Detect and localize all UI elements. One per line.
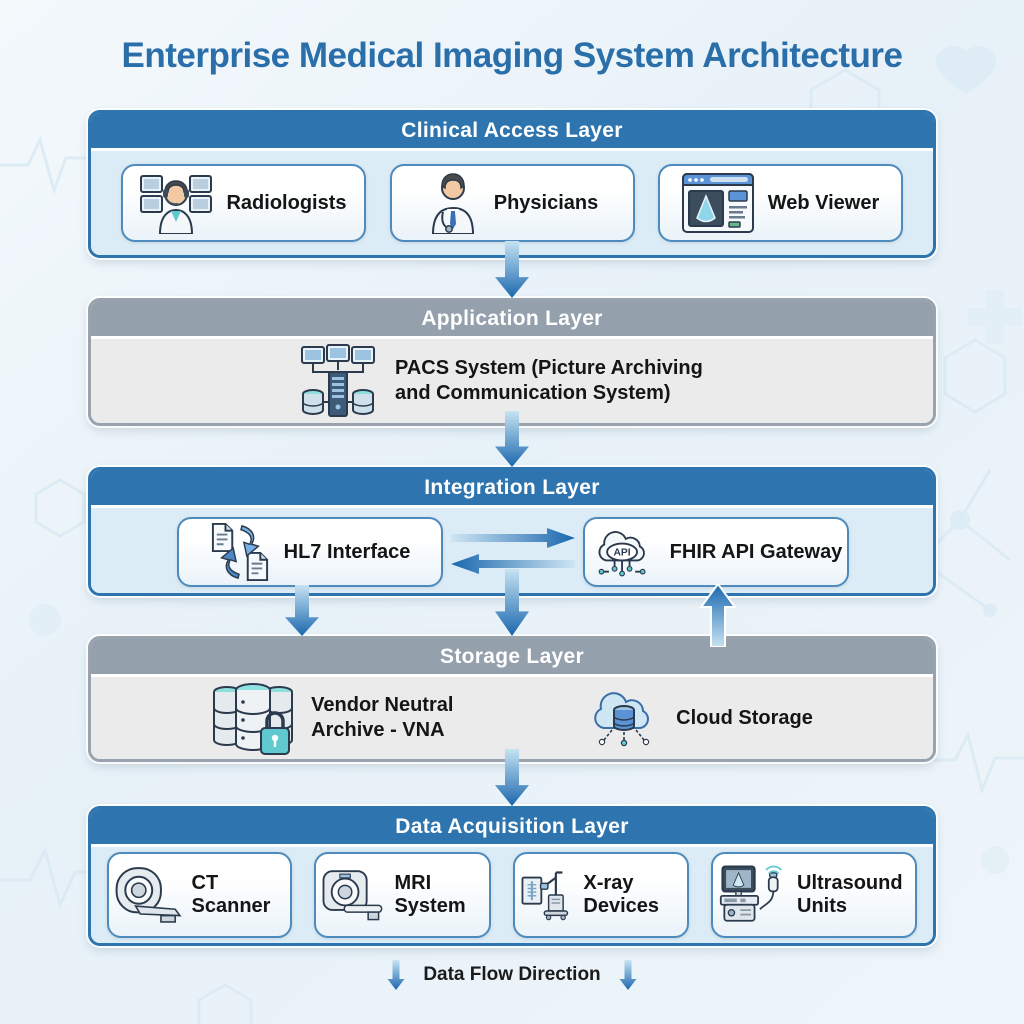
svg-text:API: API	[613, 548, 630, 559]
down-arrow	[281, 585, 323, 636]
down-arrow	[491, 749, 533, 806]
node-physicians: Physicians	[389, 164, 635, 242]
data-flow-legend: Data Flow Direction	[0, 960, 1024, 990]
layer-header: Clinical Access Layer	[91, 113, 933, 151]
layer-application: Application Layer	[88, 298, 936, 426]
physician-icon	[431, 173, 474, 234]
layer-body: Radiologists Physicians	[91, 151, 933, 255]
up-arrow	[697, 584, 739, 647]
left-arrow	[451, 554, 575, 574]
node-label: Vendor Neutral Archive - VNA	[311, 694, 454, 741]
layer-header: Data Acquisition Layer	[91, 809, 933, 847]
layer-header: Application Layer	[91, 301, 933, 339]
node-cloud-storage: Cloud Storage	[588, 684, 813, 752]
node-label: Radiologists	[226, 191, 347, 214]
hl7-exchange-icon	[211, 522, 268, 582]
node-label: PACS System (Picture Archiving and Commu…	[395, 357, 703, 404]
node-ct-scanner: CT Scanner	[107, 852, 292, 938]
down-arrow	[491, 411, 533, 467]
down-arrow	[491, 569, 533, 636]
api-cloud-icon: API	[598, 531, 646, 577]
node-radiologists: Radiologists	[121, 164, 366, 242]
cloud-database-icon	[594, 692, 650, 747]
layer-clinical-access: Clinical Access Layer	[88, 110, 936, 258]
radiologist-icon	[140, 175, 213, 234]
node-vna: Vendor Neutral Archive - VNA	[211, 680, 476, 756]
node-label: MRI System	[394, 872, 466, 917]
ct-scanner-icon	[115, 867, 182, 923]
node-xray-devices: X-ray Devices	[513, 852, 690, 938]
node-label: CT Scanner	[191, 872, 271, 917]
web-viewer-icon	[681, 173, 754, 233]
down-arrow-icon	[387, 960, 405, 990]
vna-database-lock-icon	[213, 683, 294, 755]
node-ultrasound-units: Ultrasound Units	[711, 852, 917, 938]
node-label: X-ray Devices	[583, 872, 660, 917]
layer-data-acquisition: Data Acquisition Layer CT Scanner	[88, 806, 936, 946]
layer-header: Storage Layer	[91, 639, 933, 677]
layer-storage: Storage Layer Vendo	[88, 636, 936, 762]
node-label: Ultrasound Units	[797, 872, 903, 917]
node-web-viewer: Web Viewer	[658, 164, 903, 242]
layer-body: PACS System (Picture Archiving and Commu…	[91, 339, 933, 423]
node-label: Physicians	[493, 191, 599, 214]
node-label: FHIR API Gateway	[669, 540, 843, 563]
node-mri-system: MRI System	[313, 852, 492, 938]
xray-device-icon	[521, 871, 569, 921]
page-title: Enterprise Medical Imaging System Archit…	[121, 36, 903, 75]
right-arrow	[451, 528, 575, 548]
layer-body: CT Scanner MRI System	[91, 847, 933, 943]
node-fhir-api-gateway: API FHIR API Gateway	[583, 517, 849, 587]
node-hl7-interface: HL7 Interface	[177, 517, 443, 587]
flow-legend-label: Data Flow Direction	[423, 964, 601, 985]
node-label: HL7 Interface	[283, 540, 411, 563]
node-label: Web Viewer	[767, 191, 880, 214]
layer-body: Vendor Neutral Archive - VNA Cloud Stora…	[91, 677, 933, 759]
down-arrow	[491, 241, 533, 298]
layer-header: Integration Layer	[91, 470, 933, 508]
down-arrow-icon	[619, 960, 637, 990]
node-label: Cloud Storage	[676, 706, 813, 729]
mri-system-icon	[322, 870, 383, 921]
pacs-icon	[301, 344, 375, 417]
ultrasound-unit-icon	[720, 865, 783, 922]
